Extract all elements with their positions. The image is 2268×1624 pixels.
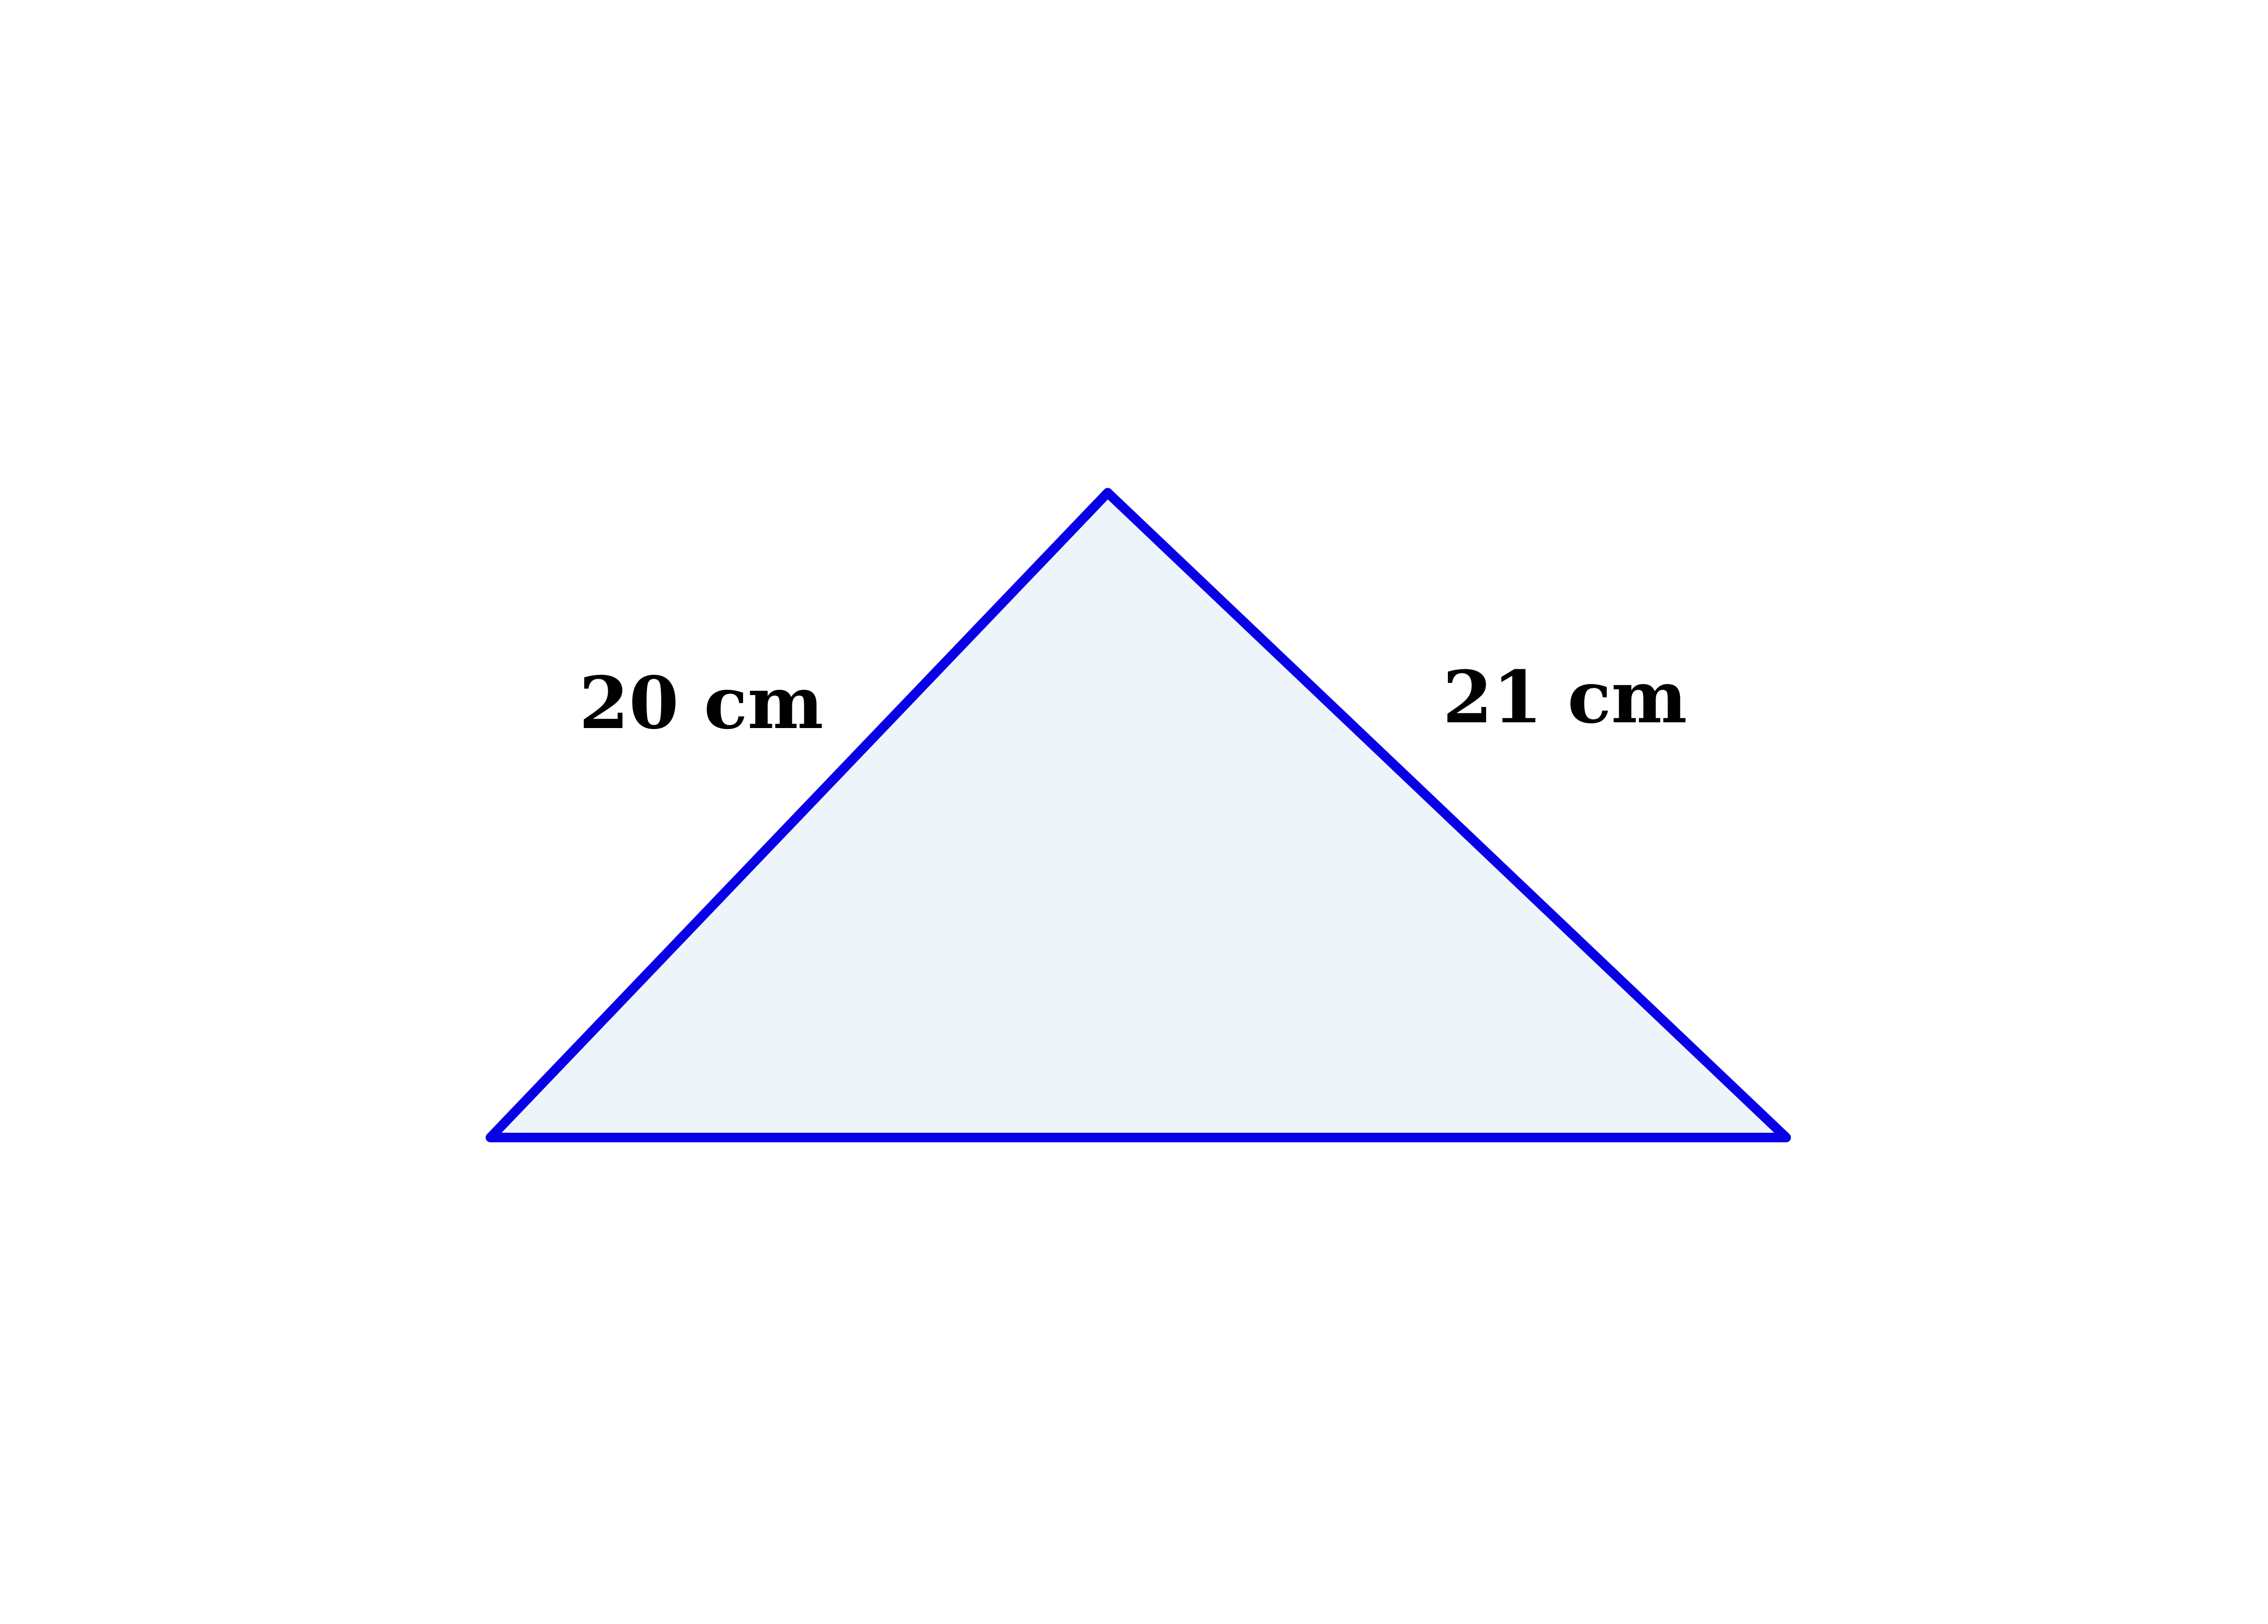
right-side-length-label: 21 cm bbox=[1443, 655, 1687, 740]
left-side-length-label: 20 cm bbox=[579, 661, 823, 745]
triangle-shape bbox=[486, 488, 1791, 1142]
